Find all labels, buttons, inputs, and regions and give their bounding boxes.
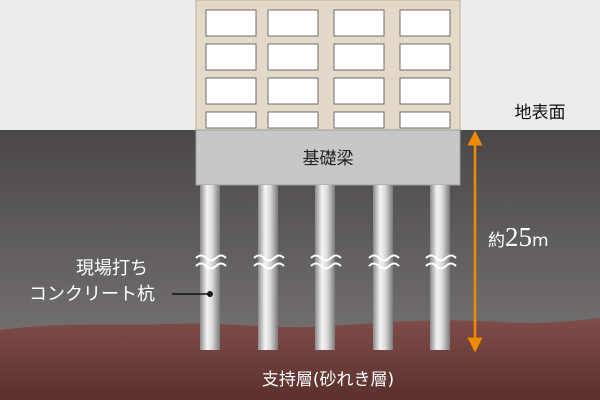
building-window xyxy=(205,77,257,105)
pile-break-mark xyxy=(425,254,457,262)
pile xyxy=(425,185,457,350)
pile-break-mark xyxy=(425,262,457,270)
depth-prefix: 約 xyxy=(488,231,505,251)
building-window xyxy=(333,9,385,37)
building-window xyxy=(205,9,257,37)
building-window xyxy=(399,9,451,37)
building-window xyxy=(205,43,257,71)
piles xyxy=(195,185,457,350)
bearing-layer-label: 支持層(砂れき層) xyxy=(262,370,394,390)
pile-break-mark xyxy=(310,262,342,270)
pile-break-mark xyxy=(195,262,227,270)
building-window xyxy=(333,43,385,71)
pile-break-mark xyxy=(368,262,400,270)
building-window xyxy=(333,77,385,105)
building-window xyxy=(333,111,385,129)
pile-label-line1: 現場打ち xyxy=(76,258,148,279)
building-window xyxy=(267,111,319,129)
depth-value: 25 xyxy=(505,222,532,252)
building-window xyxy=(399,111,451,129)
building-windows xyxy=(205,9,451,129)
depth-unit: m xyxy=(532,231,549,251)
pile-break-mark xyxy=(253,262,285,270)
building-window xyxy=(267,43,319,71)
building xyxy=(195,0,461,131)
pile-break-mark xyxy=(368,254,400,262)
building-window xyxy=(399,77,451,105)
building-window xyxy=(267,77,319,105)
building-window xyxy=(399,43,451,71)
building-window xyxy=(205,111,257,129)
pile-label-line2: コンクリート杭 xyxy=(29,284,155,305)
foundation-beam-label: 基礎梁 xyxy=(303,149,354,169)
pile xyxy=(253,185,285,350)
pile-break-mark xyxy=(310,254,342,262)
building-window xyxy=(267,9,319,37)
depth-label: 約25m xyxy=(488,222,549,252)
foundation-beam xyxy=(195,129,461,186)
pile-break-mark xyxy=(253,254,285,262)
pile xyxy=(195,185,227,350)
ground-surface-label: 地表面 xyxy=(515,103,566,123)
pile-break-mark xyxy=(195,254,227,262)
pile-leader-dot xyxy=(207,291,213,297)
pile xyxy=(310,185,342,350)
pile xyxy=(368,185,400,350)
